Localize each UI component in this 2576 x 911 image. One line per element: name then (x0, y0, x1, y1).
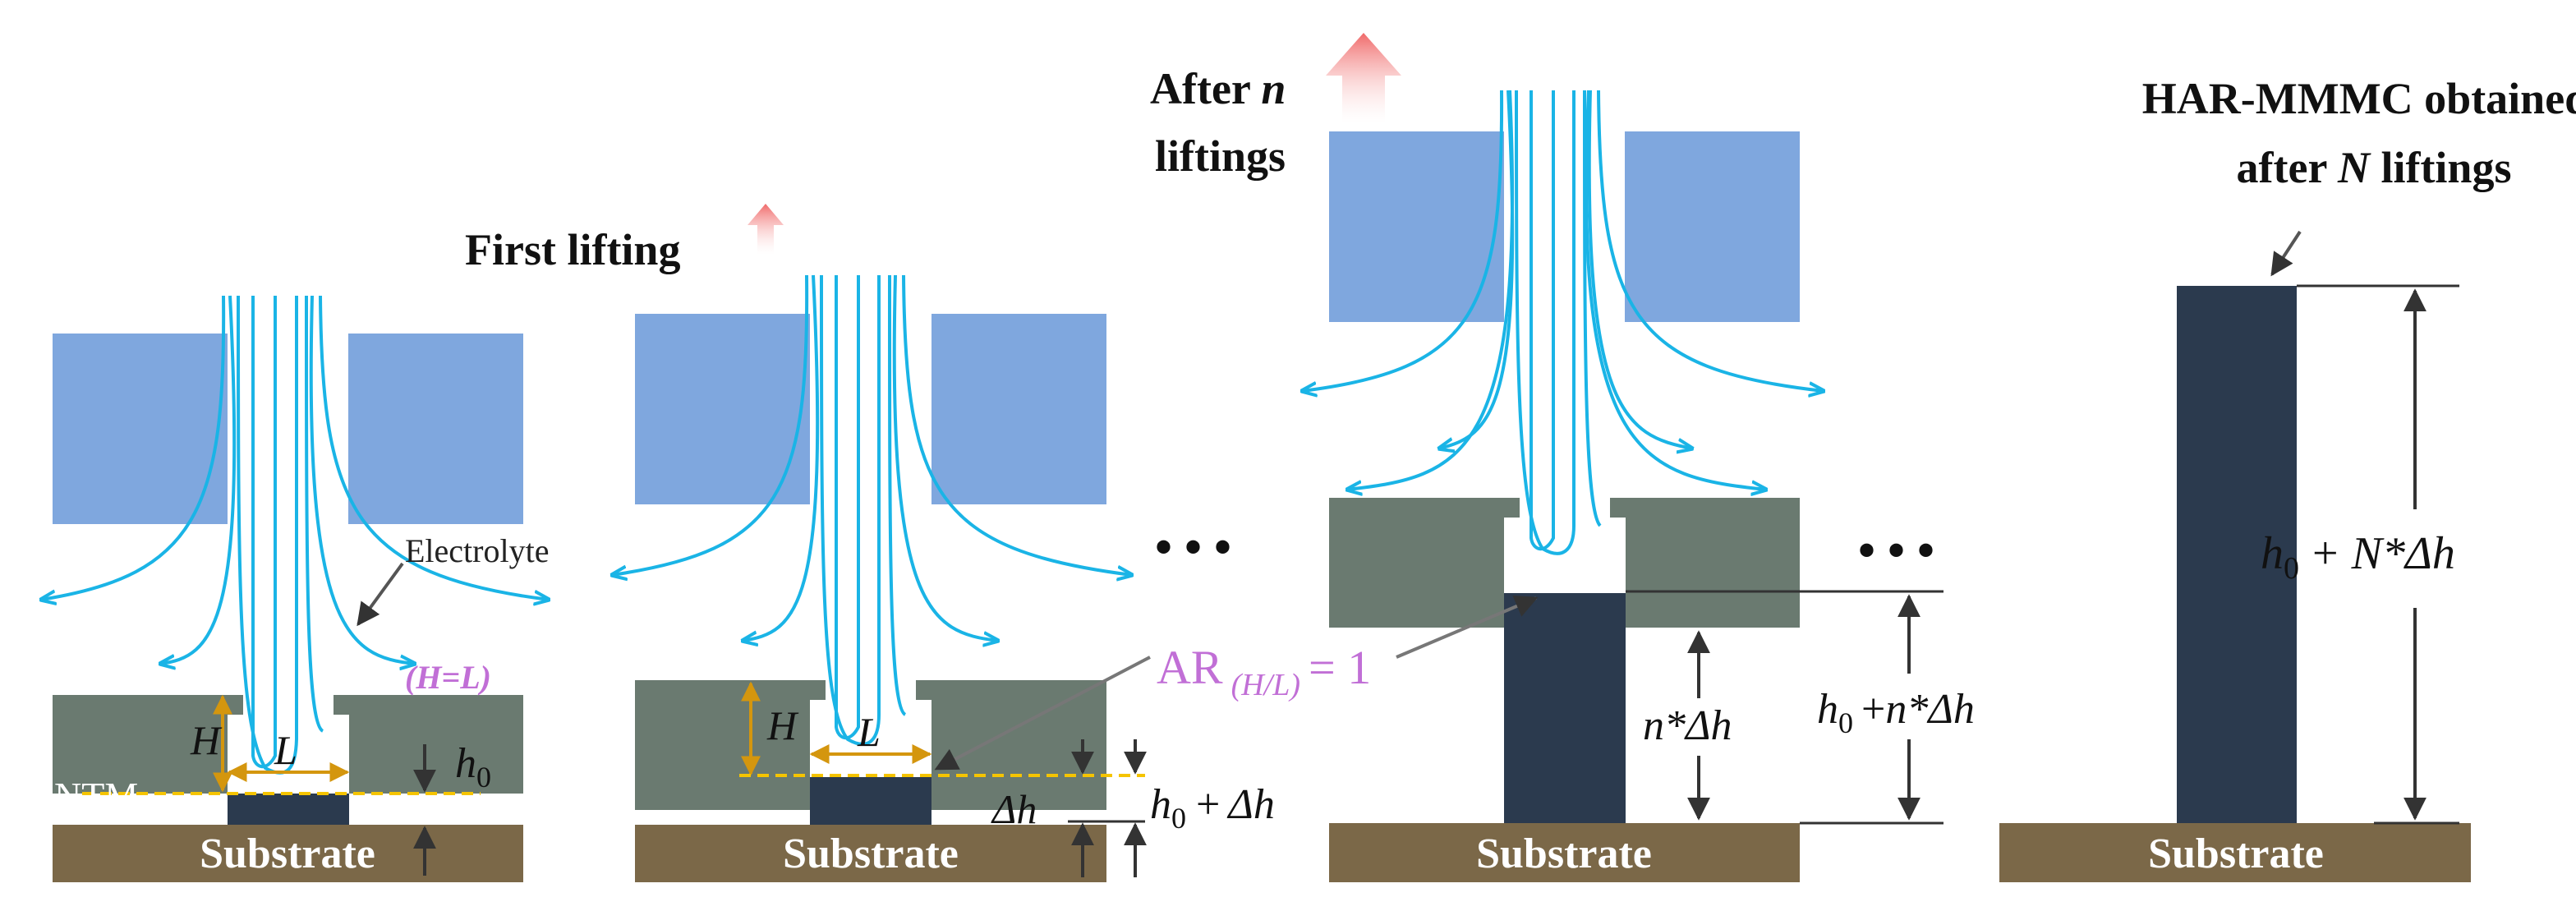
first-lifting-title: First lifting (465, 225, 680, 274)
final-title-line2: after N liftings (2237, 143, 2512, 192)
electrolyte-flow (612, 274, 1132, 746)
ellipsis-2: • • • (1858, 523, 1934, 577)
height-H-label: H (766, 702, 799, 748)
height-H-label: H (190, 717, 223, 763)
h0-plus-n-delta-h-label: h0+n*Δh (1817, 686, 1975, 739)
substrate-block (53, 825, 523, 882)
substrate-block (1999, 823, 2471, 882)
h-equals-l-label: (H=L) (405, 659, 491, 696)
electrode-right (1625, 131, 1800, 322)
electrolyte-label: Electrolyte (405, 532, 549, 569)
electrolyte-flow (41, 295, 549, 775)
grown-deposit (810, 777, 932, 825)
after-n-title-line1: After n (1150, 64, 1286, 113)
n-delta-h-label: n*Δh (1643, 702, 1732, 749)
electrode-right (348, 334, 523, 524)
electrolyte-pointer (356, 562, 404, 627)
grown-deposit-column (1504, 593, 1626, 823)
aspect-ratio-pointer (934, 656, 1151, 771)
ar-pointer (1396, 595, 1539, 659)
electrode-left (53, 334, 228, 524)
panel-initial: Substrate Electrolyte (H=L) H L NTM h0 (41, 295, 549, 882)
panel-final-har-mmmc: HAR-MMMC obtained after N liftings Subst… (1999, 74, 2576, 882)
final-title-line1: HAR-MMMC obtained (2142, 74, 2576, 123)
after-n-title-line2: liftings (1155, 131, 1286, 181)
electrode-left (635, 314, 810, 504)
h0-label: h0 (455, 740, 491, 794)
width-L-label: L (857, 709, 881, 755)
electrolyte-flow (1302, 90, 1824, 555)
h0-plus-delta-h-label: h0+Δh (1150, 781, 1275, 835)
width-L-label: L (274, 727, 297, 773)
ntm-mask (53, 695, 523, 794)
panel-first-lifting: First lifting Substrate H L AR(H/L)= 1 Δ… (465, 204, 1371, 882)
delta-h-label: Δh (991, 786, 1037, 832)
total-height-label: h0+N*Δh (2261, 528, 2455, 586)
aspect-ratio-label: AR(H/L)= 1 (1157, 641, 1371, 702)
substrate-block (1329, 823, 1800, 882)
electrode-left (1329, 131, 1504, 322)
first-lifting-arrow (748, 204, 784, 255)
initial-deposit (228, 794, 349, 825)
substrate-label: Substrate (1476, 830, 1652, 877)
after-n-lifting-arrow (1326, 33, 1401, 123)
final-title-pointer (2270, 230, 2302, 277)
ellipsis-1: • • • (1155, 520, 1231, 574)
substrate-label: Substrate (2148, 830, 2324, 877)
electrode-right (932, 314, 1106, 504)
ntm-mask (1329, 498, 1800, 628)
panel-after-n-liftings: After n liftings Substrate n*Δh h0+n*Δh (1150, 33, 1975, 882)
final-micro-column (2177, 286, 2297, 825)
substrate-label: Substrate (200, 830, 375, 877)
ntm-label: NTM (54, 775, 138, 817)
substrate-label: Substrate (783, 830, 959, 877)
substrate-block (635, 825, 1106, 882)
